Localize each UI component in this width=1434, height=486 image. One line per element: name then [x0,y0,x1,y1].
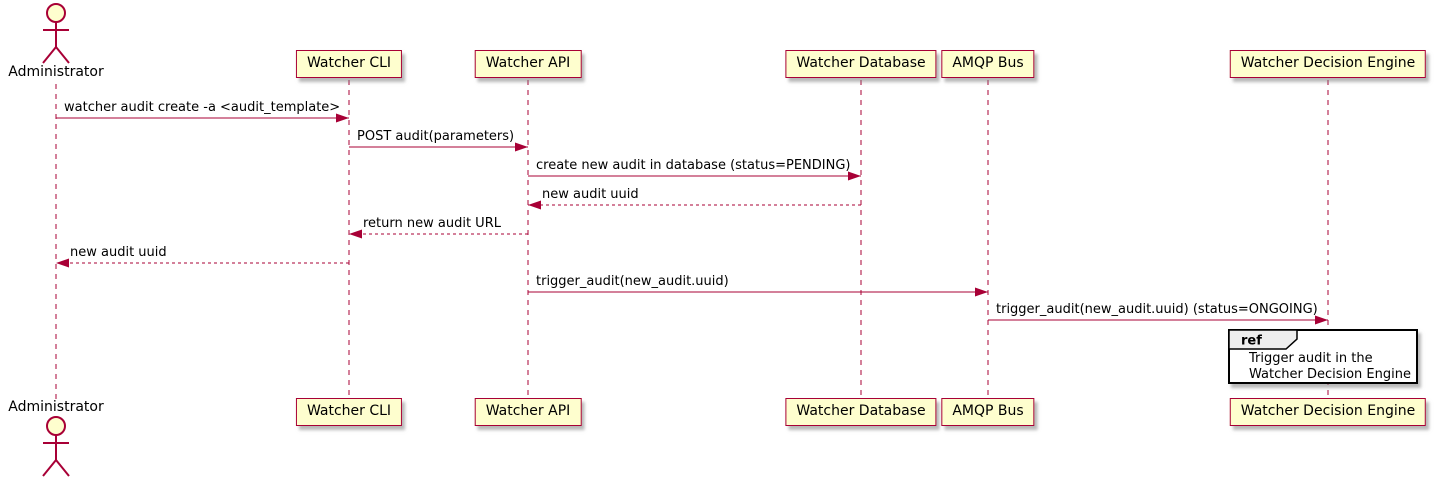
message-label-0: watcher audit create -a <audit_template> [64,100,341,115]
ref-text-line-1: Watcher Decision Engine [1249,367,1411,382]
participant-box-watcher-decision-engine-bottom: Watcher Decision Engine [1229,398,1427,426]
message-label-4: return new audit URL [363,216,501,231]
actor-leg-right [55,459,70,477]
actor-icon-administrator-bottom [42,416,70,477]
participant-box-watcher-api-top: Watcher API [474,50,582,78]
actor-leg-right [55,46,70,64]
participant-box-watcher-database-bottom: Watcher Database [785,398,937,426]
participant-box-watcher-decision-engine-top: Watcher Decision Engine [1229,50,1427,78]
ref-header: ref [1229,330,1298,350]
actor-leg-left [42,46,57,64]
actor-label-administrator-top: Administrator [8,64,104,80]
participant-box-watcher-cli-bottom: Watcher CLI [295,398,403,426]
message-arrowhead-2 [848,171,861,181]
actor-leg-left [42,459,57,477]
actor-head [46,416,66,436]
message-arrowhead-5 [56,258,69,268]
message-arrowhead-6 [975,287,988,297]
ref-text-line-0: Trigger audit in the [1249,351,1373,366]
message-label-5: new audit uuid [70,245,167,260]
message-arrowhead-4 [349,229,362,239]
actor-label-administrator-bottom: Administrator [8,399,104,415]
message-arrowhead-1 [515,142,528,152]
participant-box-amqp-bus-bottom: AMQP Bus [941,398,1035,426]
message-label-6: trigger_audit(new_audit.uuid) [536,274,729,289]
ref-header-shape [1229,330,1298,350]
participant-box-watcher-api-bottom: Watcher API [474,398,582,426]
actor-icon-administrator-top [42,3,70,64]
message-arrowhead-7 [1315,315,1328,325]
actor-head [46,3,66,23]
participant-box-watcher-cli-top: Watcher CLI [295,50,403,78]
message-label-1: POST audit(parameters) [357,129,515,144]
participant-box-amqp-bus-top: AMQP Bus [941,50,1035,78]
ref-keyword: ref [1241,334,1262,349]
message-label-7: trigger_audit(new_audit.uuid) (status=ON… [996,302,1318,317]
message-arrowhead-3 [528,200,541,210]
participant-box-watcher-database-top: Watcher Database [785,50,937,78]
message-label-3: new audit uuid [542,187,639,202]
message-arrowhead-0 [336,113,349,123]
message-label-2: create new audit in database (status=PEN… [536,158,851,173]
